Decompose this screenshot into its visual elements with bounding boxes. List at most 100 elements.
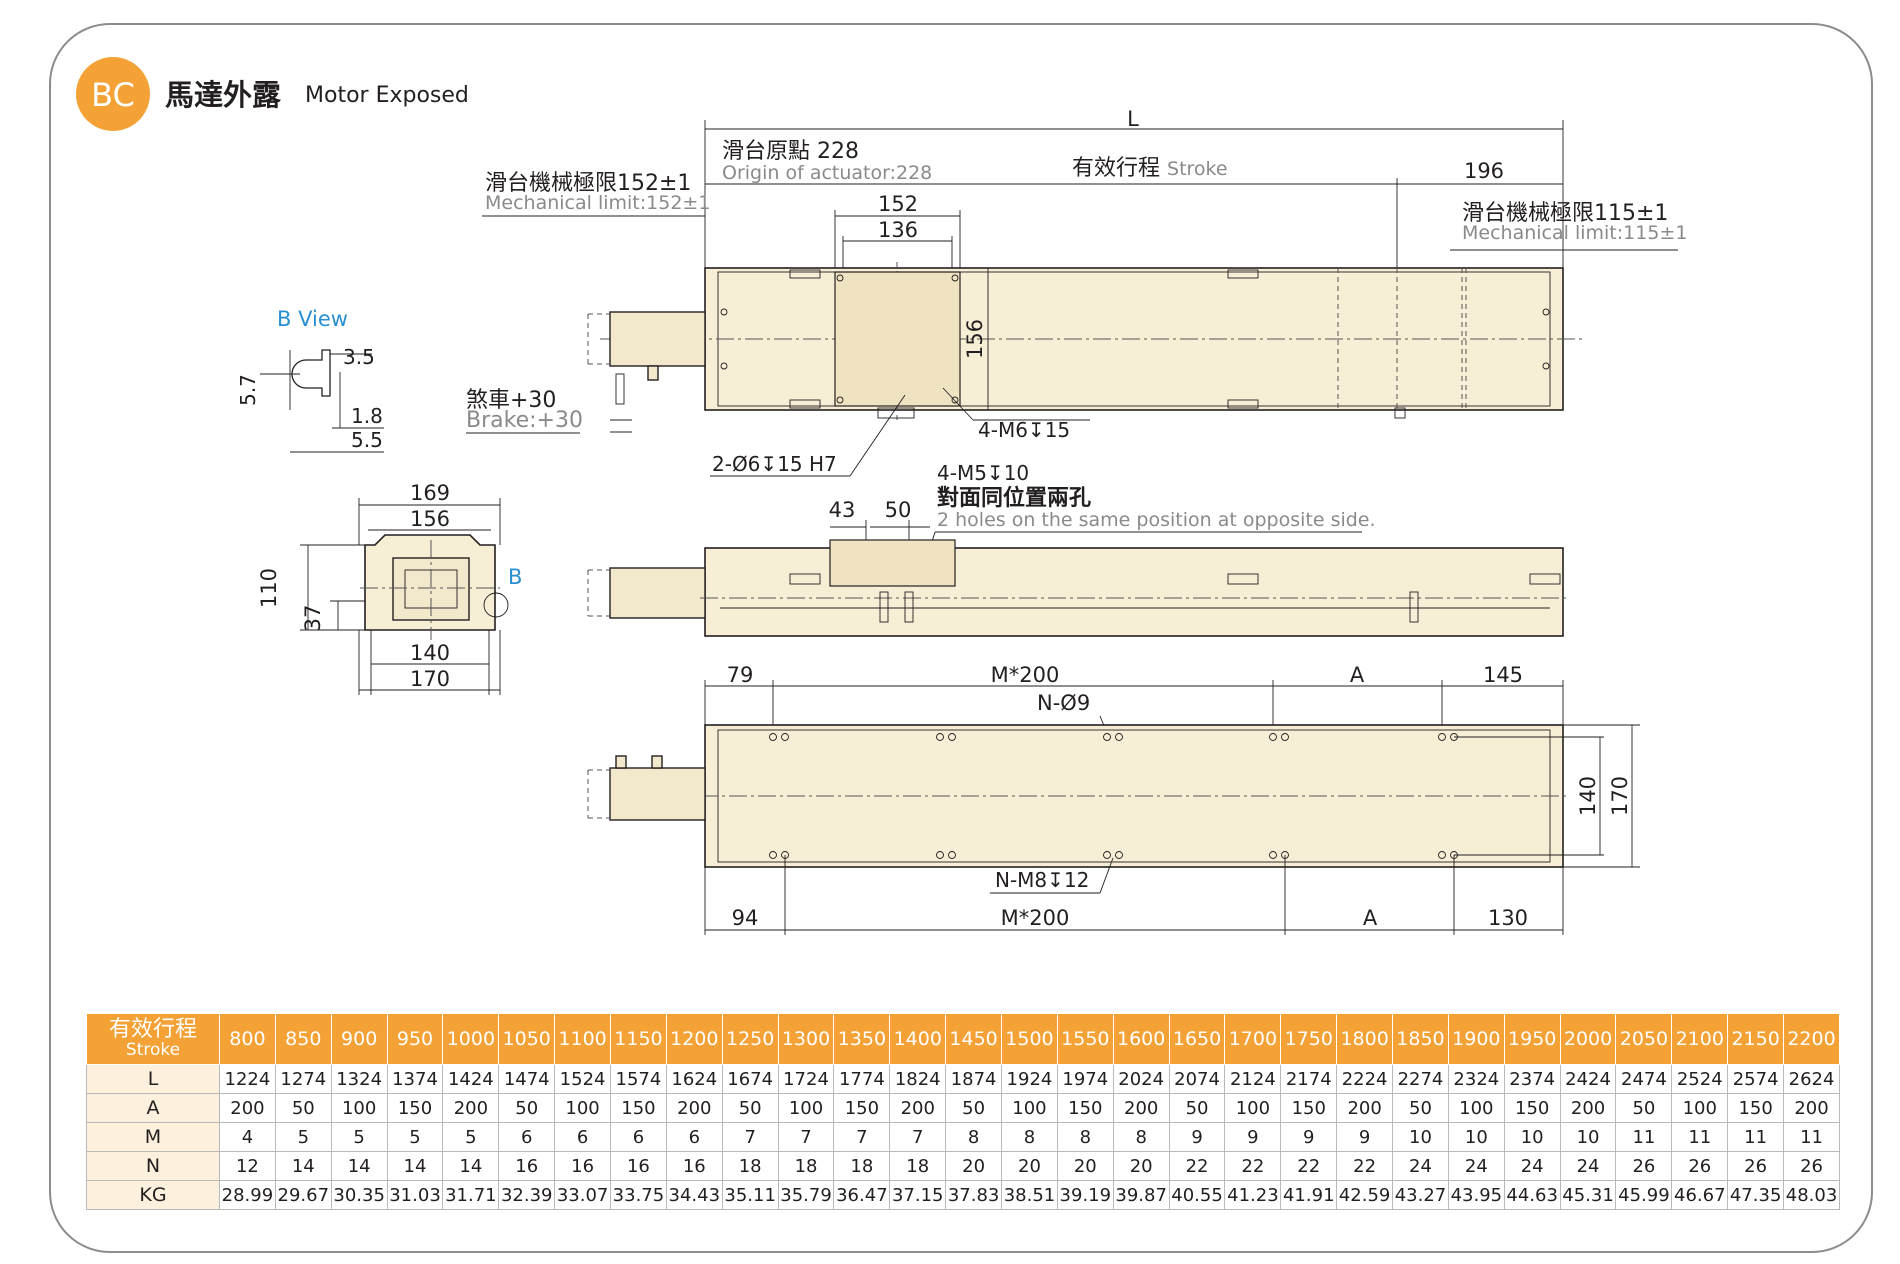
dim-m200-bottom: M*200 [1001,906,1070,930]
table-cell: 26 [1615,1151,1673,1181]
hole-n-09: N-Ø9 [1037,691,1090,715]
table-cell: 11 [1727,1122,1785,1152]
table-cell: 7 [889,1122,947,1152]
dim-a-top: A [1350,663,1365,687]
b-view-marker: B [508,565,522,589]
table-cell: 18 [721,1151,779,1181]
table-header-stroke: 1000 [442,1013,500,1065]
table-header-stroke: 1400 [889,1013,947,1065]
table-cell: 14 [442,1151,500,1181]
table-cell: 41.91 [1280,1180,1338,1210]
table-cell: 11 [1671,1122,1729,1152]
table-cell: 1724 [777,1064,835,1094]
table-cell: 2474 [1615,1064,1673,1094]
hole-4m6: 4-M6↧15 [978,418,1070,442]
table-cell: 9 [1168,1122,1226,1152]
dim-145: 145 [1483,663,1523,687]
table-cell: 2174 [1280,1064,1338,1094]
table-cell: 20 [945,1151,1003,1181]
table-header-stroke: 2050 [1615,1013,1673,1065]
dim-50: 50 [885,498,912,522]
table-cell: 150 [386,1093,444,1123]
table-cell: 1974 [1056,1064,1114,1094]
table-cell: 45.99 [1615,1180,1673,1210]
table-cell: 100 [1671,1093,1729,1123]
table-cell: 2024 [1112,1064,1170,1094]
dim-94: 94 [732,906,759,930]
table-header-stroke: 1050 [498,1013,556,1065]
table-cell: 150 [1727,1093,1785,1123]
table-cell: 1324 [330,1064,388,1094]
table-cell: 35.79 [777,1180,835,1210]
table-cell: 31.71 [442,1180,500,1210]
table-cell: 9 [1224,1122,1282,1152]
table-cell: 43.95 [1447,1180,1505,1210]
side-view: 4-M5↧10 對面同位置兩孔 2 holes on the same posi… [587,461,1570,637]
table-row-label: A [86,1093,220,1123]
table-cell: 50 [498,1093,556,1123]
dim-79: 79 [727,663,754,687]
table-cell: 150 [1280,1093,1338,1123]
table-cell: 5 [274,1122,332,1152]
table-cell: 1924 [1001,1064,1058,1094]
badge-circle [76,57,150,131]
table-cell: 8 [1112,1122,1170,1152]
table-cell: 16 [610,1151,667,1181]
table-cell: 1424 [442,1064,500,1094]
table-cell: 1874 [945,1064,1003,1094]
table-cell: 39.19 [1056,1180,1114,1210]
table-header-stroke: 1850 [1392,1013,1449,1065]
dim-37: 37 [301,605,325,632]
table-cell: 200 [219,1093,276,1123]
table-cell: 35.11 [721,1180,779,1210]
table-cell: 22 [1336,1151,1394,1181]
table-cell: 150 [833,1093,891,1123]
table-cell: 33.75 [610,1180,667,1210]
table-cell: 7 [777,1122,835,1152]
table-cell: 200 [442,1093,500,1123]
table-cell: 5 [386,1122,444,1152]
table-cell: 41.23 [1224,1180,1282,1210]
table-cell: 7 [833,1122,891,1152]
table-cell: 10 [1447,1122,1505,1152]
table-cell: 43.27 [1392,1180,1449,1210]
table-cell: 31.03 [386,1180,444,1210]
table-cell: 16 [498,1151,556,1181]
table-header-stroke: 1700 [1224,1013,1282,1065]
dim-196: 196 [1464,159,1504,183]
table-cell: 24 [1559,1151,1617,1181]
section-header: BC 馬達外露 Motor Exposed [76,57,469,131]
table-cell: 200 [1112,1093,1170,1123]
table-cell: 37.83 [945,1180,1003,1210]
brake-label-zh: 煞車+30 [466,388,556,413]
table-header-stroke: 1450 [945,1013,1003,1065]
table-cell: 22 [1224,1151,1282,1181]
table-cell: 24 [1447,1151,1505,1181]
table-header-stroke: 2000 [1559,1013,1617,1065]
table-header-stroke: 2100 [1671,1013,1729,1065]
table-header-stroke: 1750 [1280,1013,1338,1065]
table-cell: 1524 [554,1064,612,1094]
top-view: L 滑台原點 228 Origin of actuator:228 有效行程 S… [466,107,1687,477]
table-cell: 200 [1559,1093,1617,1123]
dim-140-end: 140 [410,641,450,665]
bottom-view: 79 M*200 A 145 N-Ø9 [587,663,1640,935]
stroke-label: 有效行程 Stroke [1072,156,1228,181]
b-view-dim-1.8: 1.8 [351,404,383,428]
table-cell: 200 [665,1093,723,1123]
dim-140-bottom: 140 [1576,776,1600,816]
end-view: 169 156 B 110 37 140 170 [257,481,522,695]
table-cell: 20 [1056,1151,1114,1181]
table-cell: 2424 [1559,1064,1617,1094]
dim-130: 130 [1488,906,1528,930]
side-note-en: 2 holes on the same position at opposite… [937,509,1376,531]
table-cell: 26 [1783,1151,1840,1181]
table-cell: 50 [945,1093,1003,1123]
origin-label-zh: 滑台原點 228 [722,139,859,164]
table-cell: 24 [1503,1151,1561,1181]
dim-136: 136 [878,218,918,242]
table-cell: 100 [554,1093,612,1123]
